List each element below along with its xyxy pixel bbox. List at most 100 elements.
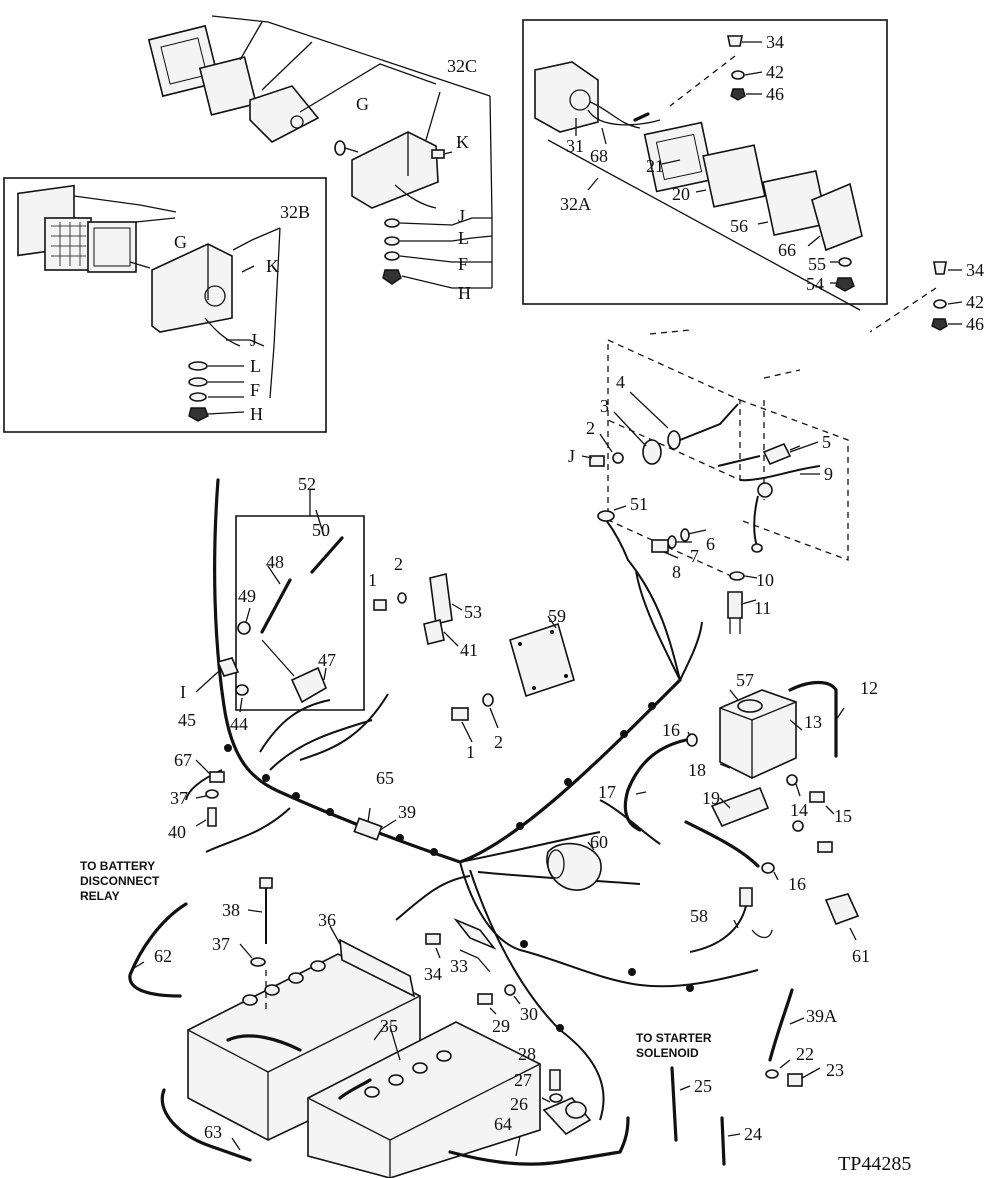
battery-cables	[128, 902, 630, 1166]
label-16-lower: 16	[788, 874, 806, 894]
figure-code: TP44285	[838, 1153, 911, 1175]
label-67: 67	[174, 750, 192, 770]
housing-32C	[351, 131, 439, 209]
label-45: 45	[178, 710, 196, 730]
bolt-23	[787, 1073, 803, 1087]
label-44: 44	[230, 714, 248, 734]
note-battery-relay-1: TO BATTERY	[80, 859, 155, 873]
bolt-34-right	[933, 261, 947, 275]
label-13: 13	[804, 712, 822, 732]
bolt-38-head	[259, 877, 273, 889]
label-65: 65	[376, 768, 394, 788]
label-39: 39	[398, 802, 416, 822]
hardware-group-right	[869, 261, 963, 333]
label-19: 19	[702, 788, 720, 808]
clamp-16-lower	[761, 862, 775, 874]
label-54: 54	[806, 274, 824, 294]
label-11: 11	[754, 598, 771, 618]
screw-15-lower	[817, 841, 833, 853]
label-27: 27	[514, 1070, 532, 1090]
reservoir-13	[719, 689, 797, 779]
washer-F-32B	[188, 377, 208, 387]
nut-46-top	[730, 88, 746, 101]
label-41: 41	[460, 640, 478, 660]
reservoir-group	[623, 680, 845, 881]
label-59: 59	[548, 606, 566, 626]
label-37-battery: 37	[212, 934, 230, 954]
screw-1-left	[373, 599, 387, 611]
label-15: 15	[834, 806, 852, 826]
washer-37-battery	[250, 957, 266, 967]
label-53: 53	[464, 602, 482, 622]
washer-22	[765, 1069, 779, 1079]
label-2-center: 2	[494, 732, 503, 752]
note-starter-1: TO STARTER	[636, 1031, 712, 1045]
label-64: 64	[494, 1114, 512, 1134]
label-J-32C: J	[458, 206, 465, 226]
switch-41	[423, 619, 445, 645]
switch-3	[642, 439, 662, 465]
screw-34-center	[425, 933, 441, 945]
label-52: 52	[298, 474, 316, 494]
label-38: 38	[222, 900, 240, 920]
gasket-32B	[87, 221, 137, 273]
label-H-32C: H	[458, 283, 471, 303]
label-K-32B: K	[266, 256, 279, 276]
washer-14-upper	[786, 774, 798, 786]
washer-7	[667, 535, 677, 549]
grommet-51	[597, 505, 627, 522]
nut-46-right	[931, 318, 948, 331]
screw-29	[477, 993, 493, 1005]
label-26: 26	[510, 1094, 528, 1114]
sender-58	[739, 887, 753, 907]
label-42-top: 42	[766, 62, 784, 82]
label-60: 60	[590, 832, 608, 852]
label-32B: 32B	[280, 202, 310, 222]
label-9: 9	[824, 464, 833, 484]
inset-52	[235, 490, 365, 711]
lens-66	[811, 182, 863, 252]
nut-H-32C	[382, 269, 402, 285]
small-hardware-center	[425, 918, 521, 1015]
clamp-16-upper	[686, 733, 698, 747]
label-10: 10	[756, 570, 774, 590]
switch-47	[290, 666, 327, 704]
label-23: 23	[826, 1060, 844, 1080]
label-39A: 39A	[806, 1006, 837, 1026]
label-28: 28	[518, 1044, 536, 1064]
holddown-bolt-38	[239, 877, 273, 1010]
label-18: 18	[688, 760, 706, 780]
gasket-32C	[198, 56, 258, 116]
label-24: 24	[744, 1124, 762, 1144]
label-1-center: 1	[466, 742, 475, 762]
misc-parts-right	[546, 841, 860, 1087]
gasket-20	[702, 144, 766, 208]
label-2-left: 2	[394, 554, 403, 574]
nut-4	[667, 430, 681, 450]
label-17: 17	[598, 782, 616, 802]
label-25: 25	[694, 1076, 712, 1096]
part-61	[824, 893, 860, 926]
label-36: 36	[318, 910, 336, 930]
washer-6	[680, 528, 690, 542]
label-3: 3	[600, 396, 609, 416]
label-56: 56	[730, 216, 748, 236]
label-68: 68	[590, 146, 608, 166]
label-46-top: 46	[766, 84, 784, 104]
washer-2-upper	[612, 452, 624, 464]
switch-group-53	[373, 573, 463, 647]
screw-K-32C	[431, 149, 445, 159]
fuse-49	[237, 621, 251, 635]
label-58: 58	[690, 906, 708, 926]
screw-67	[209, 771, 225, 783]
label-20: 20	[672, 184, 690, 204]
note-battery-relay-2: DISCONNECT	[80, 874, 160, 888]
housing-31	[534, 61, 599, 133]
washer-10	[729, 571, 745, 581]
washer-42-right	[933, 299, 947, 309]
washer-44	[235, 684, 249, 696]
bolt-34-top	[727, 35, 743, 47]
label-G-32B: G	[174, 232, 187, 252]
sensor-9	[757, 482, 773, 498]
